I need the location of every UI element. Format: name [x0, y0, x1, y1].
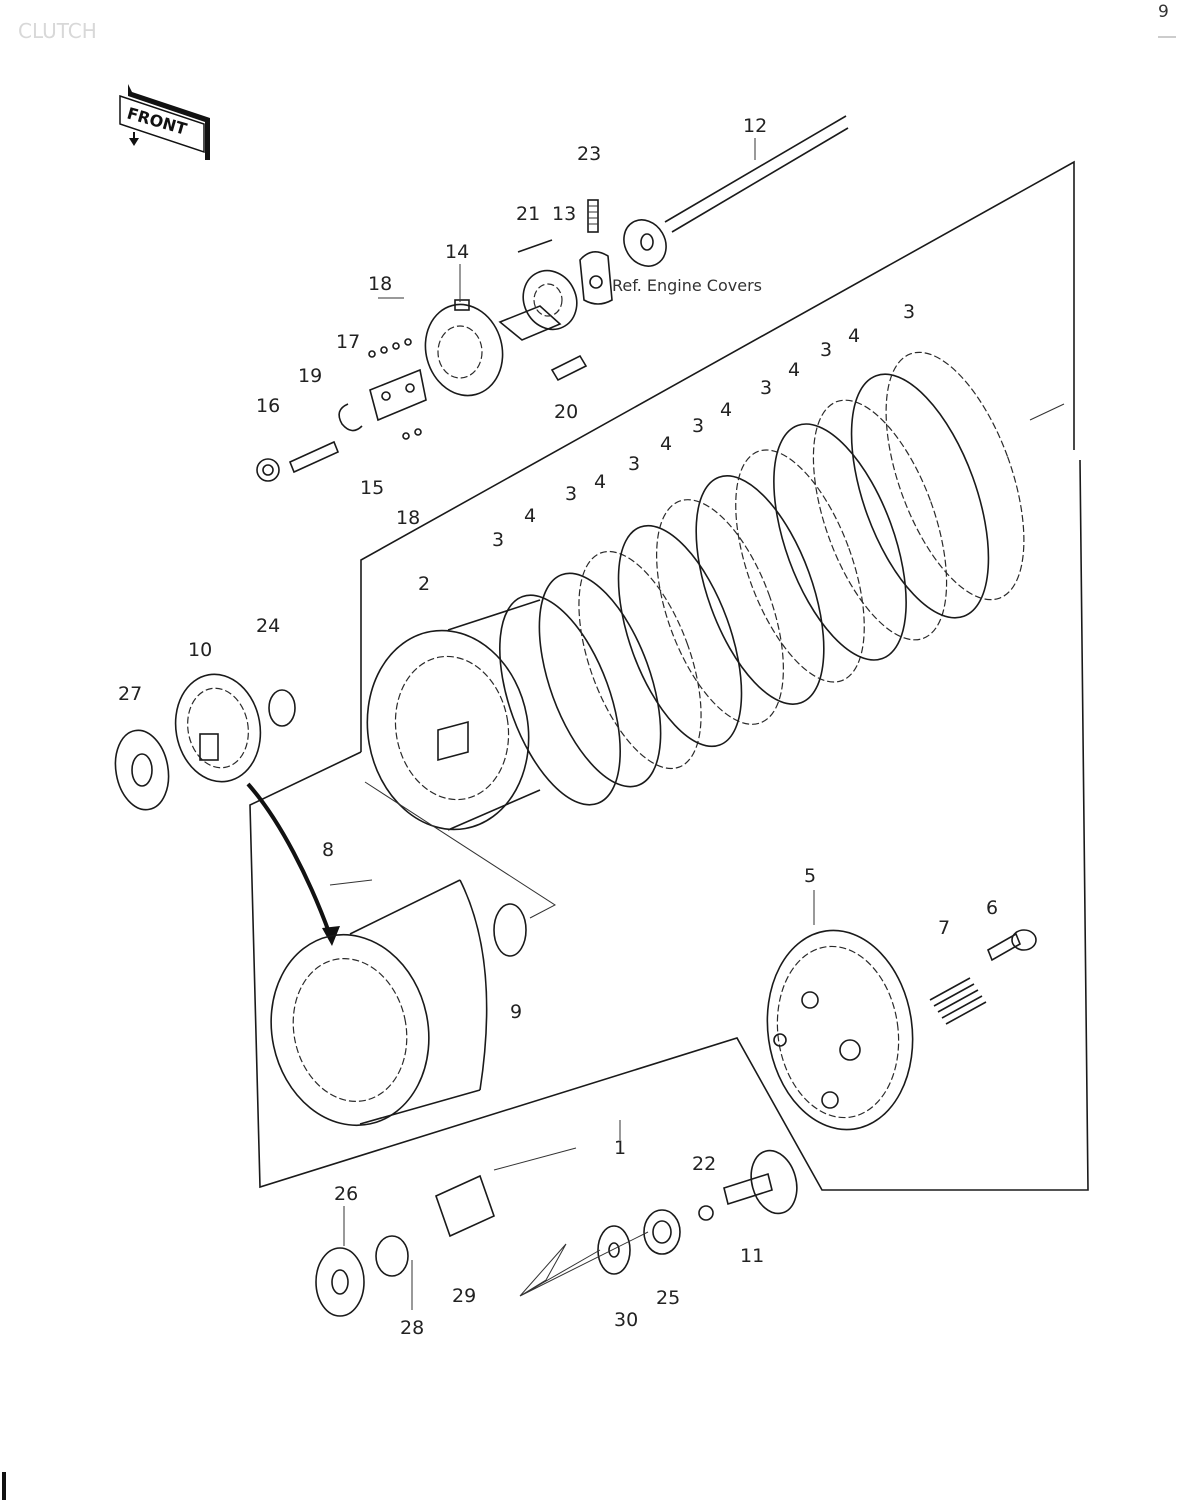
release-lever	[579, 251, 613, 305]
pushrod	[623, 115, 849, 267]
callout-3-g: 3	[903, 301, 915, 323]
callout-3-d: 3	[692, 415, 704, 437]
assembly-arrow	[246, 782, 332, 936]
callout-leaders	[343, 138, 815, 1310]
bearing-group-leader	[519, 1231, 649, 1297]
callout-29: 29	[452, 1285, 476, 1307]
pressure-plate	[766, 929, 914, 1131]
hub-assembly-bracket	[364, 781, 556, 919]
housing-collar	[493, 903, 527, 957]
callout-5: 5	[804, 865, 816, 887]
callout-3-b: 3	[565, 483, 577, 505]
callout-4-d: 4	[720, 399, 732, 421]
steel-ball	[698, 1205, 714, 1221]
release-spring	[587, 199, 599, 233]
callout-4-a: 4	[524, 505, 536, 527]
callout-7: 7	[938, 917, 950, 939]
adjuster-housing	[424, 299, 504, 397]
callout-1: 1	[614, 1137, 626, 1159]
callout-15: 15	[360, 477, 384, 499]
adjuster-bracket	[369, 368, 427, 422]
boundary-lower	[249, 459, 1089, 1191]
callout-24: 24	[256, 615, 280, 637]
callout-23: 23	[577, 143, 601, 165]
callout-20: 20	[554, 401, 578, 423]
sleeve-bearing	[435, 1147, 577, 1238]
callout-3-c: 3	[628, 453, 640, 475]
reference-note: Ref. Engine Covers	[612, 276, 762, 295]
lock-nut	[256, 458, 280, 482]
callout-16: 16	[256, 395, 280, 417]
callout-3-e: 3	[760, 377, 772, 399]
callout-12: 12	[743, 115, 767, 137]
callout-8: 8	[322, 839, 334, 861]
callout-25: 25	[656, 1287, 680, 1309]
release-shaft	[723, 1149, 798, 1215]
callout-2: 2	[418, 573, 430, 595]
housing-leader	[329, 879, 373, 886]
oil-seal-washer	[315, 1247, 365, 1317]
spacer	[375, 1235, 409, 1277]
spring-washers	[368, 338, 422, 440]
callout-30: 30	[614, 1309, 638, 1331]
page-header-title: CLUTCH	[18, 19, 97, 43]
clutch-plate-stack	[499, 351, 1025, 806]
callout-9: 9	[510, 1001, 522, 1023]
clutch-hub	[366, 599, 541, 831]
callout-11: 11	[740, 1245, 764, 1267]
callout-3-f: 3	[820, 339, 832, 361]
callout-14: 14	[445, 241, 469, 263]
callout-6: 6	[986, 897, 998, 919]
callout-26: 26	[334, 1183, 358, 1205]
primary-driven-gear	[174, 673, 262, 783]
circlip	[338, 403, 363, 432]
needle-bearing	[643, 1209, 681, 1255]
boundary-upper	[360, 160, 1075, 752]
release-key	[550, 354, 588, 382]
callout-4-f: 4	[848, 325, 860, 347]
release-shaft-gear	[498, 269, 578, 341]
gear-circlip	[268, 689, 296, 727]
thrust-washer	[114, 729, 170, 811]
page-number: 9	[1158, 2, 1169, 22]
callout-27: 27	[118, 683, 142, 705]
callout-13: 13	[552, 203, 576, 225]
callout-10: 10	[188, 639, 212, 661]
flat-washer	[597, 1225, 631, 1275]
callout-4-b: 4	[594, 471, 606, 493]
clutch-spring-bolt	[986, 929, 1037, 962]
callout-22: 22	[692, 1153, 716, 1175]
callout-4-e: 4	[788, 359, 800, 381]
callout-19: 19	[298, 365, 322, 387]
callout-28: 28	[400, 1317, 424, 1339]
clutch-housing	[270, 879, 488, 1127]
clutch-spring	[929, 977, 987, 1025]
cotter-pin	[517, 239, 553, 253]
margin-mark	[2, 1472, 6, 1500]
callout-17: 17	[336, 331, 360, 353]
front-direction-marker: FRONT	[119, 84, 210, 160]
callout-3-a: 3	[492, 529, 504, 551]
callout-18-lower: 18	[396, 507, 420, 529]
callout-4-c: 4	[660, 433, 672, 455]
callout-21: 21	[516, 203, 540, 225]
callout-18-upper: 18	[368, 273, 392, 295]
plate-stack-axis	[1029, 403, 1065, 421]
page-header-rule	[1158, 36, 1176, 38]
adjusting-screw	[288, 440, 340, 474]
